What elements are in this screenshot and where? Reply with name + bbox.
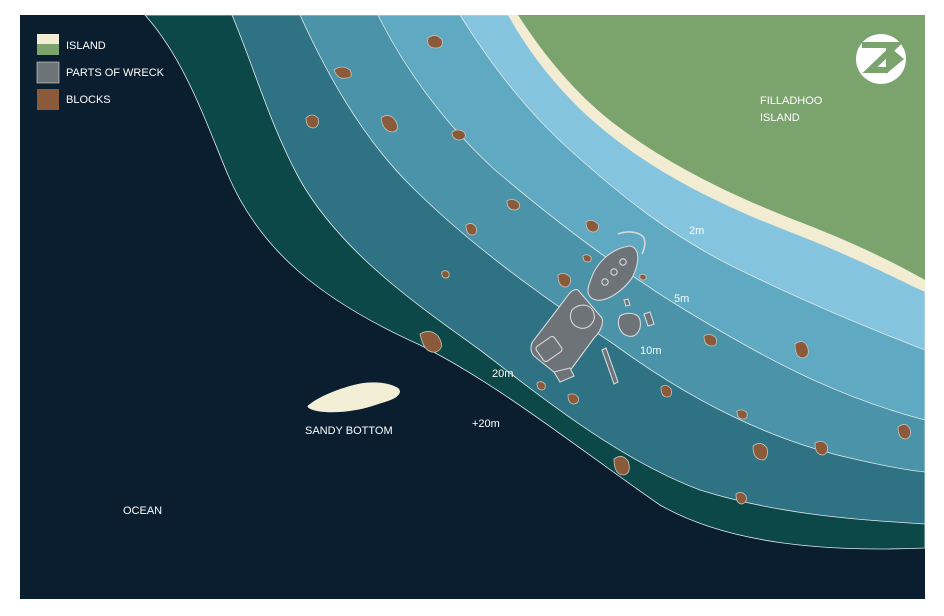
block bbox=[639, 273, 647, 281]
block bbox=[736, 409, 748, 420]
legend-swatch-wreck bbox=[36, 61, 60, 84]
block bbox=[567, 393, 579, 405]
wreck-debris bbox=[623, 298, 631, 307]
zd-compass-logo-icon bbox=[856, 34, 906, 84]
sandy-bottom-label: SANDY BOTTOM bbox=[305, 425, 393, 437]
island-land bbox=[518, 15, 925, 280]
block bbox=[897, 424, 911, 440]
blocks-group bbox=[305, 35, 911, 505]
block bbox=[333, 66, 352, 79]
island-name-line1: FILLADHOO bbox=[760, 95, 823, 107]
wreck-debris bbox=[617, 231, 646, 255]
legend-swatch-island-land bbox=[37, 44, 59, 55]
wreck-group bbox=[530, 231, 655, 385]
block bbox=[305, 114, 319, 129]
block bbox=[441, 270, 450, 279]
ocean-label: OCEAN bbox=[123, 505, 162, 517]
island-name-line2: ISLAND bbox=[760, 112, 800, 124]
block bbox=[419, 331, 442, 353]
legend-item-island: ISLAND bbox=[37, 34, 106, 55]
wreck-porthole bbox=[619, 258, 627, 266]
wreck-debris bbox=[617, 312, 641, 337]
legend-label-blocks: BLOCKS bbox=[66, 94, 111, 106]
block bbox=[380, 115, 398, 133]
depth-label-5m: 5m bbox=[674, 293, 689, 305]
wreck-hatch bbox=[535, 335, 563, 363]
wreck-stern-detail bbox=[569, 304, 595, 329]
wreck-debris bbox=[601, 347, 619, 385]
block bbox=[465, 223, 477, 236]
legend-label-island: ISLAND bbox=[66, 40, 106, 52]
block bbox=[536, 381, 546, 391]
legend-item-wreck: PARTS OF WRECK bbox=[36, 61, 165, 84]
wreck-debris bbox=[553, 367, 575, 383]
block bbox=[451, 129, 466, 141]
depth-label-10m: 10m bbox=[640, 345, 661, 357]
block bbox=[814, 441, 828, 456]
block bbox=[582, 254, 592, 263]
depth-label-2m: 2m bbox=[689, 225, 704, 237]
wreck-porthole bbox=[601, 278, 609, 286]
block bbox=[660, 385, 672, 398]
block bbox=[557, 273, 571, 288]
block bbox=[585, 220, 599, 233]
legend-item-blocks: BLOCKS bbox=[37, 89, 111, 110]
block bbox=[703, 334, 717, 347]
wreck-porthole bbox=[610, 268, 618, 276]
map-legend: ISLAND PARTS OF WRECK BLOCKS bbox=[36, 34, 165, 110]
block bbox=[735, 492, 747, 505]
block bbox=[752, 443, 768, 461]
depth-label-20m-plus: +20m bbox=[472, 418, 500, 430]
block bbox=[613, 456, 630, 476]
sandy-bottom-patch bbox=[307, 382, 400, 413]
legend-swatch-blocks bbox=[37, 89, 59, 110]
wreck-debris bbox=[643, 311, 655, 327]
block bbox=[427, 35, 443, 49]
block bbox=[506, 199, 520, 211]
depth-label-20m: 20m bbox=[492, 368, 513, 380]
legend-label-wreck: PARTS OF WRECK bbox=[66, 67, 165, 79]
legend-swatch-island-beach bbox=[37, 34, 59, 44]
block bbox=[794, 341, 809, 359]
